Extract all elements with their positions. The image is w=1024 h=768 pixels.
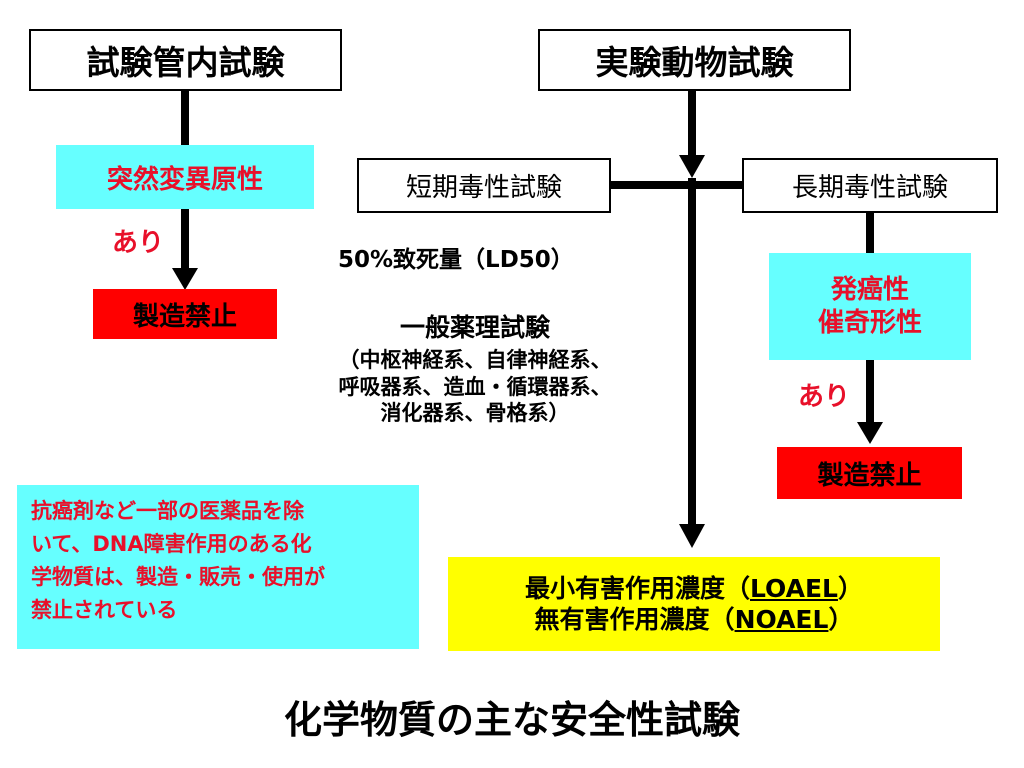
general-pharmacology-block: 一般薬理試験 （中枢神経系、自律神経系、 呼吸器系、造血・循環器系、 消化器系、… bbox=[300, 312, 650, 426]
loael-line: 最小有害作用濃度（LOAEL） bbox=[525, 573, 863, 604]
arrowhead-animal-bottom bbox=[679, 524, 705, 548]
short-term-toxicity-box: 短期毒性試験 bbox=[357, 158, 611, 213]
note-box: 抗癌剤など一部の医薬品を除 いて、DNA障害作用のある化 学物質は、製造・販売・… bbox=[17, 485, 419, 649]
animal-test-box: 実験動物試験 bbox=[538, 29, 851, 91]
note-line-2: いて、DNA障害作用のある化 bbox=[31, 532, 312, 556]
arrowhead-longterm bbox=[857, 422, 883, 444]
general-pharmacology-line-1: （中枢神経系、自律神経系、 bbox=[338, 348, 612, 373]
general-pharmacology-line-3: 消化器系、骨格系） bbox=[380, 400, 570, 425]
in-vitro-ban-box: 製造禁止 bbox=[93, 289, 277, 339]
note-line-1: 抗癌剤など一部の医薬品を除 bbox=[31, 499, 304, 523]
page-title-text: 化学物質の主な安全性試験 bbox=[283, 697, 740, 742]
noael-line: 無有害作用濃度（NOAEL） bbox=[535, 604, 854, 635]
noael-abbr: NOAEL bbox=[734, 605, 829, 634]
loael-abbr: LOAEL bbox=[750, 573, 838, 603]
noael-close: ） bbox=[828, 605, 854, 634]
animal-yes-label: あり bbox=[798, 382, 851, 412]
general-pharmacology-title: 一般薬理試験 bbox=[399, 313, 550, 342]
long-term-toxicity-box: 長期毒性試験 bbox=[742, 158, 998, 213]
long-term-toxicity-label: 長期毒性試験 bbox=[791, 173, 948, 203]
loael-prefix: 最小有害作用濃度（ bbox=[524, 573, 750, 603]
carcinogenicity-box: 発癌性 催奇形性 bbox=[769, 253, 971, 360]
mutagenicity-box: 突然変異原性 bbox=[56, 145, 314, 209]
mutagenicity-label: 突然変異原性 bbox=[106, 164, 263, 195]
result-box: 最小有害作用濃度（LOAEL） 無有害作用濃度（NOAEL） bbox=[448, 557, 940, 651]
animal-test-title: 実験動物試験 bbox=[595, 43, 794, 82]
note-line-4: 禁止されている bbox=[31, 598, 178, 622]
in-vitro-test-title: 試験管内試験 bbox=[86, 43, 285, 82]
teratogenicity-label: 催奇形性 bbox=[817, 307, 922, 338]
ld50-label: 50%致死量（LD50） bbox=[338, 247, 574, 273]
note-line-3: 学物質は、製造・販売・使用が bbox=[31, 565, 325, 589]
in-vitro-yes-label: あり bbox=[112, 228, 165, 258]
noael-prefix: 無有害作用濃度（ bbox=[534, 605, 735, 634]
general-pharmacology-line-2: 呼吸器系、造血・循環器系、 bbox=[338, 374, 612, 399]
in-vitro-test-box: 試験管内試験 bbox=[29, 29, 342, 91]
arrowhead-invitro bbox=[172, 268, 198, 290]
animal-ban-label: 製造禁止 bbox=[817, 460, 922, 491]
in-vitro-ban-label: 製造禁止 bbox=[132, 301, 237, 332]
loael-close: ） bbox=[837, 573, 863, 603]
short-term-toxicity-label: 短期毒性試験 bbox=[405, 173, 562, 203]
animal-ban-box: 製造禁止 bbox=[777, 447, 962, 499]
arrowhead-animal-top bbox=[679, 155, 705, 178]
carcinogenicity-label: 発癌性 bbox=[830, 275, 909, 305]
page-title: 化学物質の主な安全性試験 bbox=[0, 688, 1024, 744]
